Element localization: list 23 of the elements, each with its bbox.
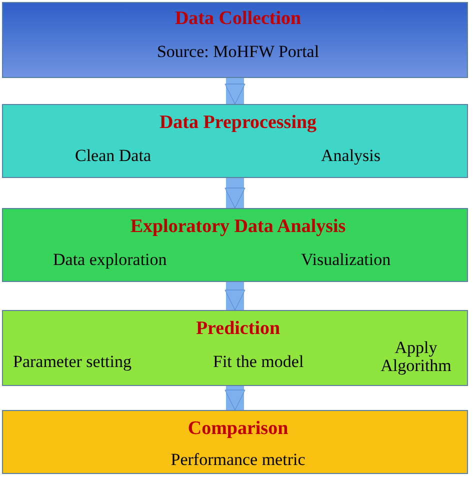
- process-band: [2, 208, 468, 282]
- block-arrow: [224, 386, 246, 410]
- step-title: Data Collection: [174, 9, 302, 29]
- block-arrow: [224, 178, 246, 208]
- step-detail: Visualization: [301, 251, 391, 269]
- process-band: [2, 104, 468, 178]
- step-detail: Parameter setting: [13, 353, 132, 371]
- step-title: Prediction: [196, 319, 280, 339]
- process-band: [2, 310, 468, 386]
- step-title: Data Preprocessing: [159, 113, 317, 133]
- step-detail: Data exploration: [53, 251, 167, 269]
- step-detail: Source: MoHFW Portal: [156, 43, 320, 61]
- step-title: Comparison: [188, 419, 288, 439]
- process-band: [2, 410, 468, 474]
- step-title: Exploratory Data Analysis: [130, 217, 346, 237]
- step-detail: Apply Algorithm: [380, 339, 452, 375]
- block-arrow: [224, 78, 246, 104]
- block-arrow: [224, 282, 246, 310]
- step-detail: Clean Data: [75, 147, 151, 165]
- step-detail: Performance metric: [170, 451, 306, 469]
- step-detail: Analysis: [321, 147, 380, 165]
- process-band: [2, 2, 468, 78]
- step-detail: Fit the model: [213, 353, 304, 371]
